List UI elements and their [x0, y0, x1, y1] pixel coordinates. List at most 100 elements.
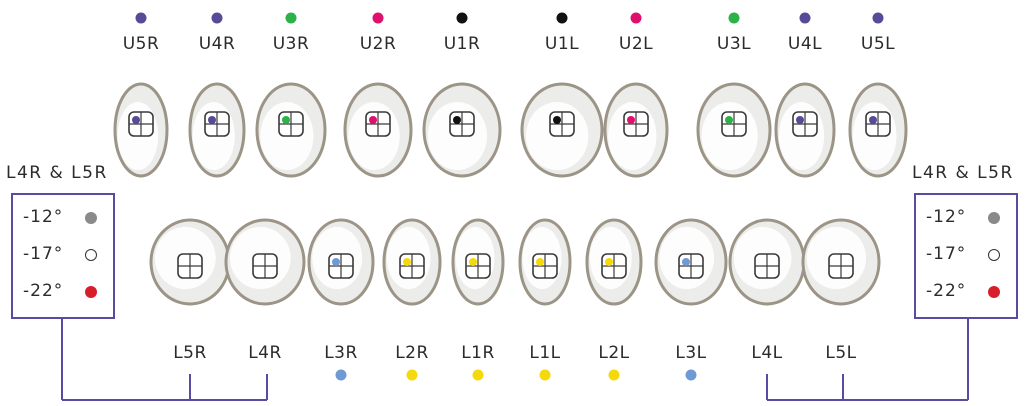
- torque-row: -12°: [916, 203, 1016, 233]
- upper-teeth-row: [113, 82, 908, 178]
- bracket-U1R: [449, 111, 475, 137]
- upper-label-U4R: U4R: [198, 34, 236, 54]
- upper-tooth-U2R: [343, 82, 413, 178]
- upper-tooth-U5L: [848, 82, 908, 178]
- torque-value: -22°: [926, 281, 967, 301]
- torque-value: -22°: [23, 281, 64, 301]
- left-torque-panel: -12° -17° -22°: [11, 193, 115, 319]
- upper-legend-dot-U3R: [285, 12, 297, 24]
- upper-label-U5R: U5R: [122, 34, 160, 54]
- bracket-L3R: [328, 253, 354, 279]
- bracket-L2L: [601, 253, 627, 279]
- lower-legend-dot-L3R: [335, 369, 347, 381]
- torque-value: -12°: [23, 207, 64, 227]
- upper-tooth-U5R: [113, 82, 169, 178]
- lower-tooth-L5R: [149, 218, 231, 306]
- upper-tooth-U4L: [774, 82, 836, 178]
- lower-tooth-L4R: [224, 218, 306, 306]
- bracket-color-dot: [553, 116, 561, 124]
- bracket-color-dot: [469, 258, 477, 266]
- torque-color-dot: [85, 286, 97, 298]
- lower-label-L5L: L5L: [825, 343, 857, 363]
- lower-legend-dot-L3L: [685, 369, 697, 381]
- lower-label-L4L: L4L: [751, 343, 783, 363]
- torque-row: -22°: [13, 277, 113, 307]
- left-panel-title: L4R & L5R: [6, 163, 108, 183]
- bracket-L3L: [678, 253, 704, 279]
- upper-legend-dot-U1R: [456, 12, 468, 24]
- torque-row: -12°: [13, 203, 113, 233]
- lower-tooth-L2R: [382, 218, 442, 306]
- upper-label-U3R: U3R: [272, 34, 310, 54]
- bracket-color-dot: [208, 116, 216, 124]
- bracket-U3L: [721, 111, 747, 137]
- upper-tooth-U2L: [603, 82, 669, 178]
- bracket-color-dot: [453, 116, 461, 124]
- bracket-color-dot: [369, 116, 377, 124]
- torque-color-dot: [85, 249, 97, 261]
- lower-tooth-L1L: [518, 218, 572, 306]
- bracket-U4L: [792, 111, 818, 137]
- lower-legend-dot-L1L: [539, 369, 551, 381]
- upper-legend-dot-U3L: [728, 12, 740, 24]
- bracket-L4L: [754, 253, 780, 279]
- bracket-color-dot: [682, 258, 690, 266]
- bracket-U5R: [128, 111, 154, 137]
- torque-row: -17°: [916, 240, 1016, 270]
- upper-tooth-U1L: [520, 82, 604, 178]
- upper-tooth-U3L: [696, 82, 772, 178]
- upper-legend-dot-U4R: [211, 12, 223, 24]
- bracket-U3R: [278, 111, 304, 137]
- bracket-L1L: [532, 253, 558, 279]
- upper-label-U5L: U5L: [860, 34, 896, 54]
- bracket-color-dot: [796, 116, 804, 124]
- bracket-L1R: [465, 253, 491, 279]
- bracket-L5R: [177, 253, 203, 279]
- lower-label-L5R: L5R: [173, 343, 207, 363]
- upper-label-U2L: U2L: [618, 34, 654, 54]
- upper-legend-dot-U4L: [799, 12, 811, 24]
- upper-tooth-U4R: [188, 82, 246, 178]
- upper-legend-dot-U5R: [135, 12, 147, 24]
- lower-legend-dot-L2L: [608, 369, 620, 381]
- upper-legend-dot-U5L: [872, 12, 884, 24]
- lower-legend-dot-L2R: [406, 369, 418, 381]
- upper-legend-dot-U2R: [372, 12, 384, 24]
- bracket-color-dot: [132, 116, 140, 124]
- upper-label-U1L: U1L: [544, 34, 580, 54]
- bracket-color-dot: [627, 116, 635, 124]
- lower-legend-dot-L1R: [472, 369, 484, 381]
- right-torque-panel: -12° -17° -22°: [914, 193, 1018, 319]
- upper-tooth-U1R: [422, 82, 502, 178]
- upper-legend-dot-U1L: [556, 12, 568, 24]
- lower-tooth-L3L: [654, 218, 728, 306]
- bracket-color-dot: [869, 116, 877, 124]
- lower-tooth-L5L: [801, 218, 881, 306]
- lower-tooth-L2L: [585, 218, 643, 306]
- right-panel-title: L4R & L5R: [912, 163, 1014, 183]
- torque-value: -17°: [23, 244, 64, 264]
- bracket-color-dot: [605, 258, 613, 266]
- bracket-color-dot: [725, 116, 733, 124]
- torque-row: -22°: [916, 277, 1016, 307]
- bracket-color-dot: [282, 116, 290, 124]
- bracket-U2R: [365, 111, 391, 137]
- lower-label-L2R: L2R: [395, 343, 429, 363]
- lower-label-L1R: L1R: [461, 343, 495, 363]
- lower-tooth-L4L: [728, 218, 806, 306]
- upper-label-U3L: U3L: [716, 34, 752, 54]
- bracket-U5L: [865, 111, 891, 137]
- lower-teeth-row: [149, 218, 881, 306]
- upper-label-U4L: U4L: [787, 34, 823, 54]
- connector-lines: [61, 319, 969, 401]
- lower-tooth-L3R: [307, 218, 375, 306]
- bracket-L2R: [399, 253, 425, 279]
- bracket-color-dot: [332, 258, 340, 266]
- upper-label-U2R: U2R: [359, 34, 397, 54]
- bracket-L5L: [828, 253, 854, 279]
- bracket-color-dot: [536, 258, 544, 266]
- bracket-U1L: [549, 111, 575, 137]
- upper-label-U1R: U1R: [443, 34, 481, 54]
- bracket-U2L: [623, 111, 649, 137]
